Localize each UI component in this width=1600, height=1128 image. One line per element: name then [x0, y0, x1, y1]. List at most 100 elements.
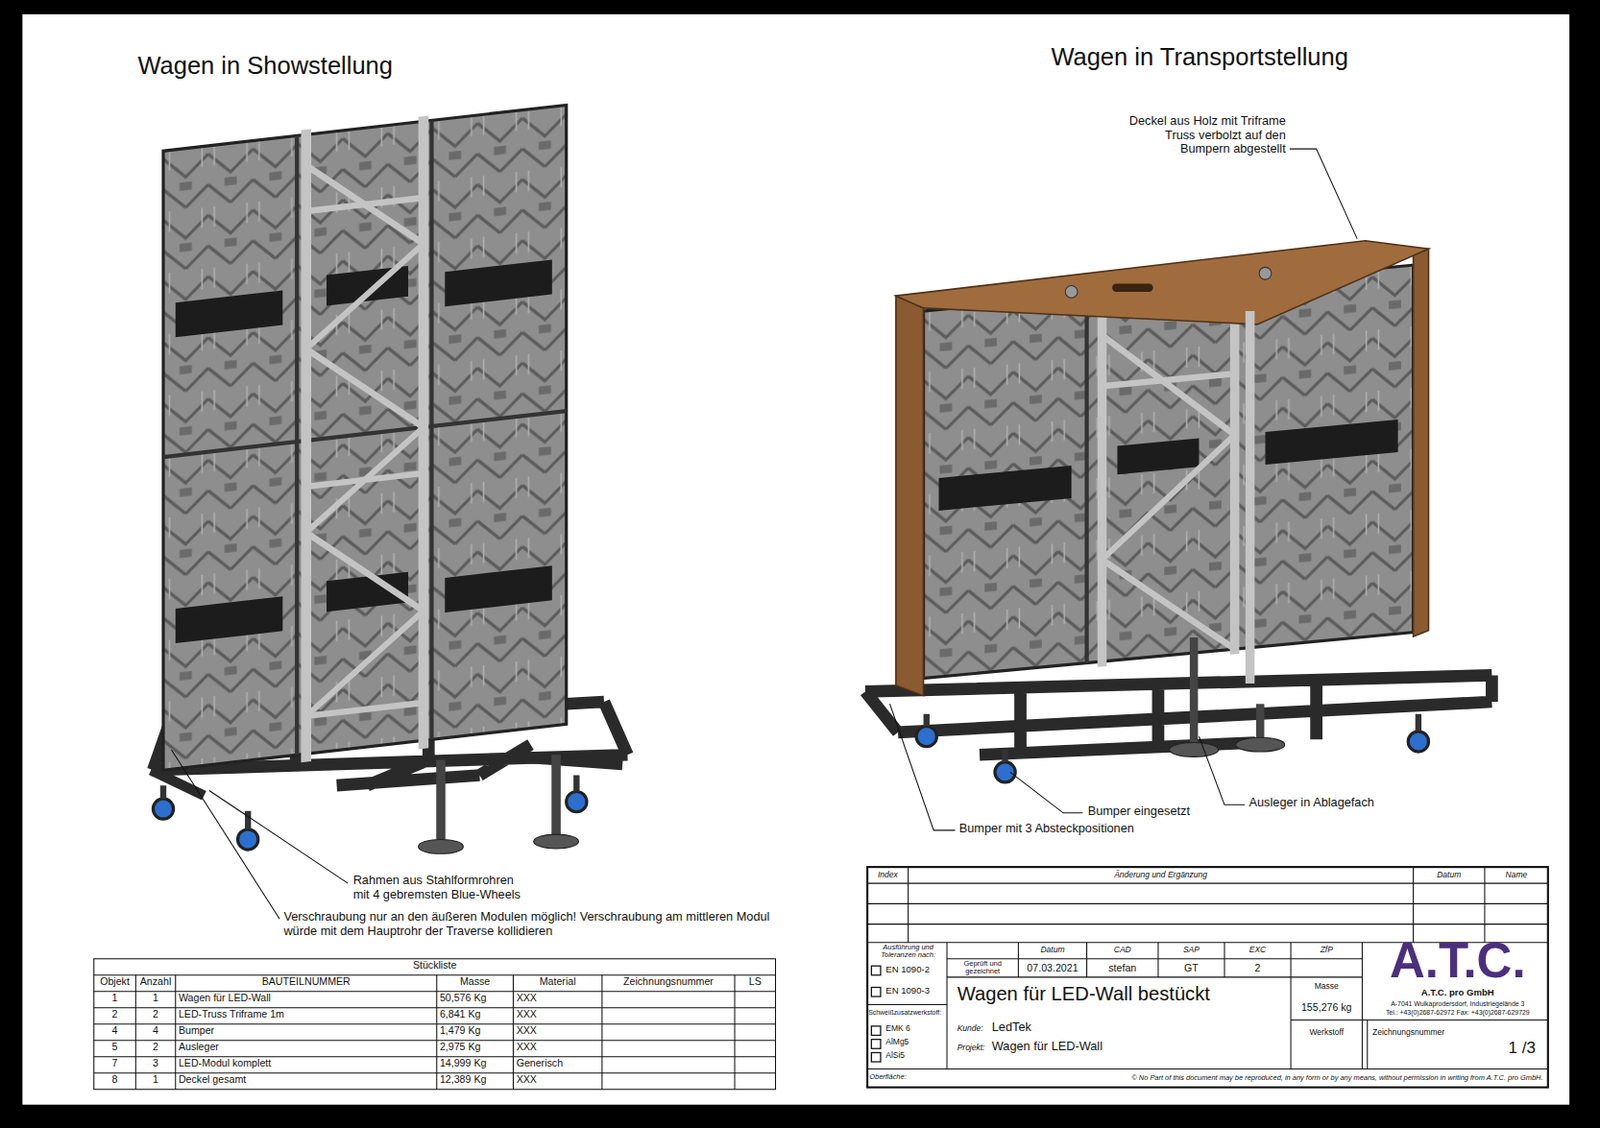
frame-base — [865, 675, 1492, 757]
led-wall — [175, 290, 284, 338]
leader-line — [890, 703, 956, 831]
title-block-text: Geprüft und gezeichnet — [948, 960, 1017, 975]
truss — [1102, 322, 1236, 662]
company-address: Tel.: +43(0)2687-62972 Fax: +43(0)2687-6… — [1367, 1009, 1549, 1018]
wooden-lid — [1259, 266, 1272, 280]
table-header: Masse — [438, 976, 511, 989]
title-block-text: Oberfläche: — [869, 1073, 971, 1083]
title-block-value: 155,276 kg — [1290, 1001, 1362, 1014]
callout-note: Rahmen aus Stahlformrohren mit 4 gebrems… — [353, 874, 528, 903]
truss — [1102, 282, 1236, 668]
title-block — [867, 883, 1549, 944]
table-header: Objekt — [96, 976, 134, 989]
table-cell: 5 — [96, 1042, 134, 1054]
title-block-header: EXC — [1224, 945, 1291, 956]
material-option: AlMg5 — [885, 1038, 937, 1048]
wheels-feet — [440, 754, 557, 842]
table-cell: 1 — [96, 993, 134, 1005]
table-cell: XXX — [516, 1074, 601, 1087]
parts-table — [94, 959, 776, 1091]
company-logo: A.T.C. — [1367, 936, 1549, 986]
title-block — [871, 1053, 881, 1064]
view-heading: Wagen in Transportstellung — [1050, 43, 1419, 72]
callout-note: Verschraubung nur an den äußeren Modulen… — [283, 911, 774, 940]
table-cell: 8 — [96, 1074, 134, 1087]
wooden-lid — [1413, 248, 1430, 637]
title-block-header: Index — [867, 870, 909, 880]
callout-note: Ausleger in Ablagefach — [1249, 797, 1433, 812]
title-block-value: Wagen für LED-Wall — [992, 1041, 1248, 1056]
wheels-feet — [916, 727, 937, 748]
led-wall — [175, 596, 284, 644]
title-block-value: LedTek — [992, 1021, 1197, 1037]
table-header: LS — [736, 976, 774, 989]
material-option: EMK 6 — [885, 1024, 937, 1035]
wheels-feet — [566, 792, 587, 813]
table-cell: XXX — [516, 1009, 601, 1021]
table-header: Zeichnungsnummer — [604, 976, 733, 989]
leader-line — [1198, 736, 1245, 805]
led-wall — [163, 99, 567, 779]
wheels-feet — [1193, 637, 1261, 746]
table-cell: LED-Modul komplett — [178, 1058, 435, 1070]
callout-note: Bumper eingesetzt — [1088, 804, 1252, 820]
truss — [306, 116, 424, 763]
led-wall — [923, 265, 1414, 679]
table-cell: XXX — [516, 1025, 601, 1038]
drawing-title: Wagen für LED-Wall bestückt — [957, 983, 1285, 1006]
table-cell: 50,576 Kg — [439, 993, 511, 1005]
wooden-lid — [1112, 283, 1154, 292]
leader-line — [209, 790, 349, 884]
title-block — [908, 867, 1485, 944]
parts-table — [135, 975, 735, 1091]
frame-base — [865, 675, 1492, 757]
led-wall — [1116, 437, 1199, 475]
view-heading: Wagen in Showstellung — [137, 50, 464, 79]
table-cell: Deckel gesamt — [178, 1074, 435, 1087]
truss — [306, 116, 424, 763]
title-block-value: 07.03.2021 — [1018, 962, 1087, 974]
title-block-header: Name — [1484, 870, 1549, 880]
table-cell: 4 — [137, 1025, 173, 1038]
title-block-header: Werkstoff — [1290, 1028, 1362, 1039]
title-block — [871, 966, 881, 976]
table-cell: Ausleger — [178, 1042, 435, 1054]
led-wall — [1087, 280, 1251, 663]
wheels-feet — [926, 714, 1419, 763]
wooden-lid — [1065, 286, 1078, 299]
callout-note: Deckel aus Holz mit Triframe Truss verbo… — [1122, 114, 1286, 157]
parts-table — [94, 959, 776, 1091]
table-cell: XXX — [516, 1042, 601, 1054]
table-cell: 1,479 Kg — [439, 1025, 511, 1038]
led-wall — [163, 104, 567, 771]
wheels-feet — [163, 775, 577, 830]
company-address: A-7041 Wulkaprodersdorf, Industriegeländ… — [1367, 999, 1549, 1008]
title-block-header: Datum — [1413, 870, 1485, 880]
sheet-number: 1 /3 — [1498, 1039, 1547, 1059]
truss — [306, 197, 424, 717]
wooden-lid — [1245, 311, 1256, 684]
led-wall — [444, 565, 553, 613]
title-block-text: Ausführung und Toleranzen nach: — [869, 944, 947, 960]
title-block-text: Schweißzusatzwerkstoff: — [868, 1009, 947, 1018]
led-wall — [923, 265, 1414, 684]
wheels-feet — [1407, 731, 1429, 752]
title-block-value: 2 — [1224, 962, 1291, 974]
table-cell: XXX — [516, 993, 601, 1005]
led-wall — [163, 104, 567, 771]
table-header: Material — [515, 976, 601, 989]
led-wall — [939, 465, 1072, 511]
wheels-feet — [152, 754, 587, 854]
title-block — [871, 1026, 881, 1037]
title-block — [946, 943, 1362, 978]
table-cell: 1 — [137, 1074, 173, 1087]
table-cell: Wagen für LED-Wall — [178, 993, 435, 1005]
standard-option: EN 1090-2 — [885, 964, 946, 975]
truss — [1102, 373, 1236, 387]
led-wall — [444, 259, 553, 307]
wooden-lid — [896, 241, 1430, 697]
title-block — [867, 867, 1549, 1089]
table-title: Stückliste — [94, 960, 776, 972]
